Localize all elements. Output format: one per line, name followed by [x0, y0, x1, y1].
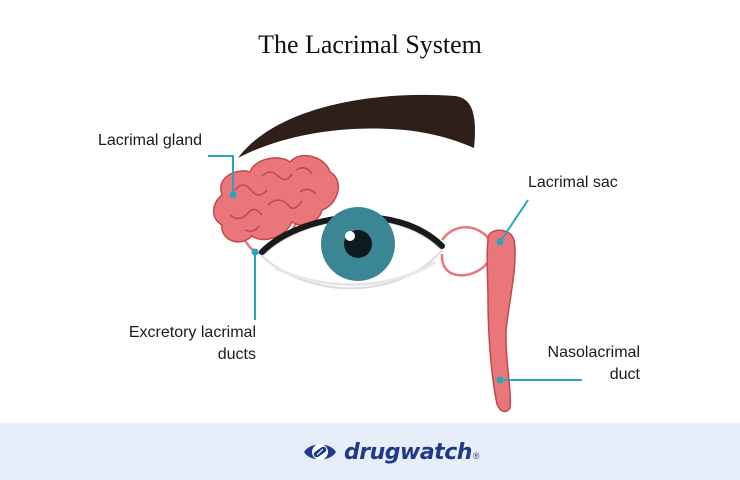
footer: drugwatch ®	[0, 423, 740, 480]
label-naso-line1: Nasolacrimal	[547, 344, 640, 361]
leader-dot	[496, 376, 504, 384]
brand-name: drugwatch	[344, 439, 472, 465]
eye-highlight	[345, 231, 355, 241]
canaliculus	[440, 226, 491, 241]
page-title: The Lacrimal System	[258, 30, 482, 59]
brand-logo[interactable]: drugwatch ®	[302, 436, 480, 468]
leader-dot	[251, 248, 259, 256]
label-lacrimal-gland: Lacrimal gland	[98, 132, 203, 149]
lacrimal-sac-and-duct	[486, 229, 516, 413]
lacrimal-diagram	[208, 94, 582, 413]
leader-lacrimal-sac	[499, 199, 529, 243]
label-excretory-line2: ducts	[217, 346, 256, 363]
leader-dot	[496, 238, 504, 246]
eyebrow	[238, 94, 476, 158]
label-lacrimal-sac: Lacrimal sac	[528, 174, 618, 191]
drugwatch-eye-icon	[304, 444, 336, 460]
label-excretory-ducts: Excretory lacrimal ducts	[120, 322, 256, 366]
label-naso-line2: duct	[609, 366, 640, 383]
eye	[259, 207, 445, 290]
leader-lines	[208, 155, 582, 381]
lacrimal-gland	[213, 154, 340, 243]
leader-lacrimal-gland	[208, 155, 234, 195]
label-excretory-line1: Excretory lacrimal	[128, 324, 256, 341]
label-nasolacrimal-duct: Nasolacrimal duct	[540, 342, 640, 386]
leader-dot	[229, 191, 237, 199]
registered-mark: ®	[472, 451, 480, 461]
canaliculus	[440, 253, 490, 277]
